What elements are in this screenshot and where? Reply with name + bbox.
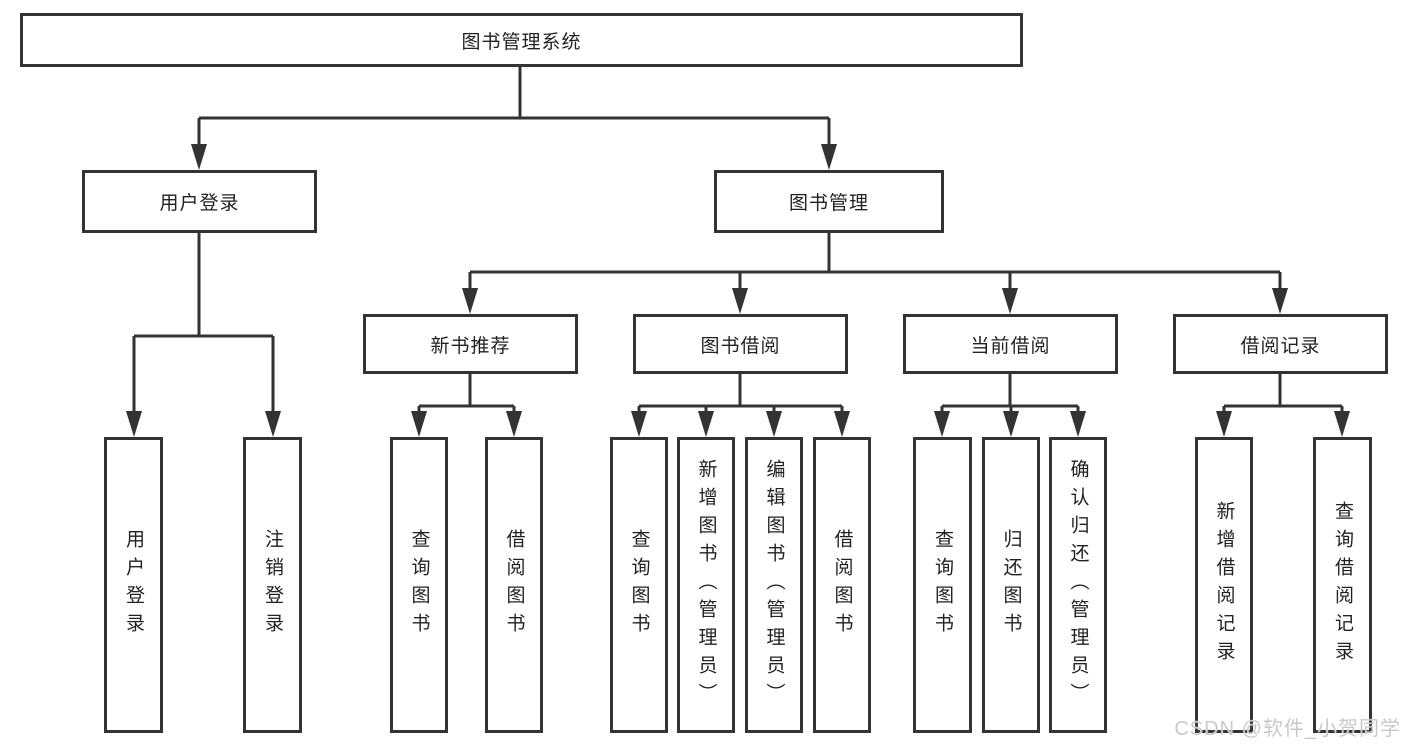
node-label: 注销登录 [262, 529, 283, 641]
node-label: 借阅图书 [831, 529, 853, 641]
node-leaf-add-books-admin: 新增图书（管理员） [677, 437, 735, 733]
node-label: 用户登录 [159, 193, 240, 214]
watermark: CSDN @软件_小贺同学 [1174, 718, 1401, 740]
node-label: 查询借阅记录 [1332, 501, 1353, 669]
node-label: 编辑图书（管理员） [763, 459, 785, 711]
node-book-borrowing: 图书借阅 [633, 314, 848, 374]
node-leaf-query-books-recommend: 查询图书 [390, 437, 448, 733]
node-label: 图书借阅 [700, 335, 781, 357]
node-user-login: 用户登录 [82, 170, 317, 233]
node-leaf-query-books-borrowing: 查询图书 [610, 437, 668, 733]
node-label: 确认归还（管理员） [1067, 459, 1089, 711]
node-label: 新增图书（管理员） [695, 459, 717, 711]
node-label: 借阅图书 [503, 529, 525, 641]
node-label: 新增借阅记录 [1213, 501, 1235, 669]
node-leaf-logout: 注销登录 [243, 437, 302, 733]
node-leaf-add-borrow-record: 新增借阅记录 [1195, 437, 1253, 733]
node-leaf-query-borrow-record: 查询借阅记录 [1313, 437, 1372, 733]
node-label: 查询图书 [408, 529, 430, 641]
node-leaf-query-books-current: 查询图书 [913, 437, 972, 733]
node-label: 归还图书 [1000, 529, 1022, 641]
node-new-book-recommendation: 新书推荐 [363, 314, 578, 374]
node-leaf-user-login: 用户登录 [104, 437, 163, 733]
node-library-management-system: 图书管理系统 [20, 13, 1023, 67]
node-borrowing-records: 借阅记录 [1173, 314, 1388, 374]
node-label: 图书管理 [788, 193, 869, 214]
node-leaf-edit-books-admin: 编辑图书（管理员） [745, 437, 803, 733]
node-label: 查询图书 [932, 529, 953, 641]
node-label: 图书管理系统 [461, 31, 582, 53]
node-label: 借阅记录 [1240, 335, 1321, 357]
node-label: 新书推荐 [430, 335, 511, 357]
node-label: 用户登录 [123, 529, 144, 641]
node-leaf-borrow-books-borrowing: 借阅图书 [813, 437, 871, 733]
node-label: 查询图书 [628, 529, 650, 641]
node-leaf-borrow-books-recommend: 借阅图书 [485, 437, 543, 733]
node-leaf-return-books: 归还图书 [982, 437, 1040, 733]
node-label: 当前借阅 [970, 335, 1051, 357]
node-current-borrowing: 当前借阅 [903, 314, 1118, 374]
node-book-management: 图书管理 [714, 170, 944, 233]
node-leaf-confirm-return-admin: 确认归还（管理员） [1049, 437, 1107, 733]
arrowheads [126, 144, 1350, 437]
